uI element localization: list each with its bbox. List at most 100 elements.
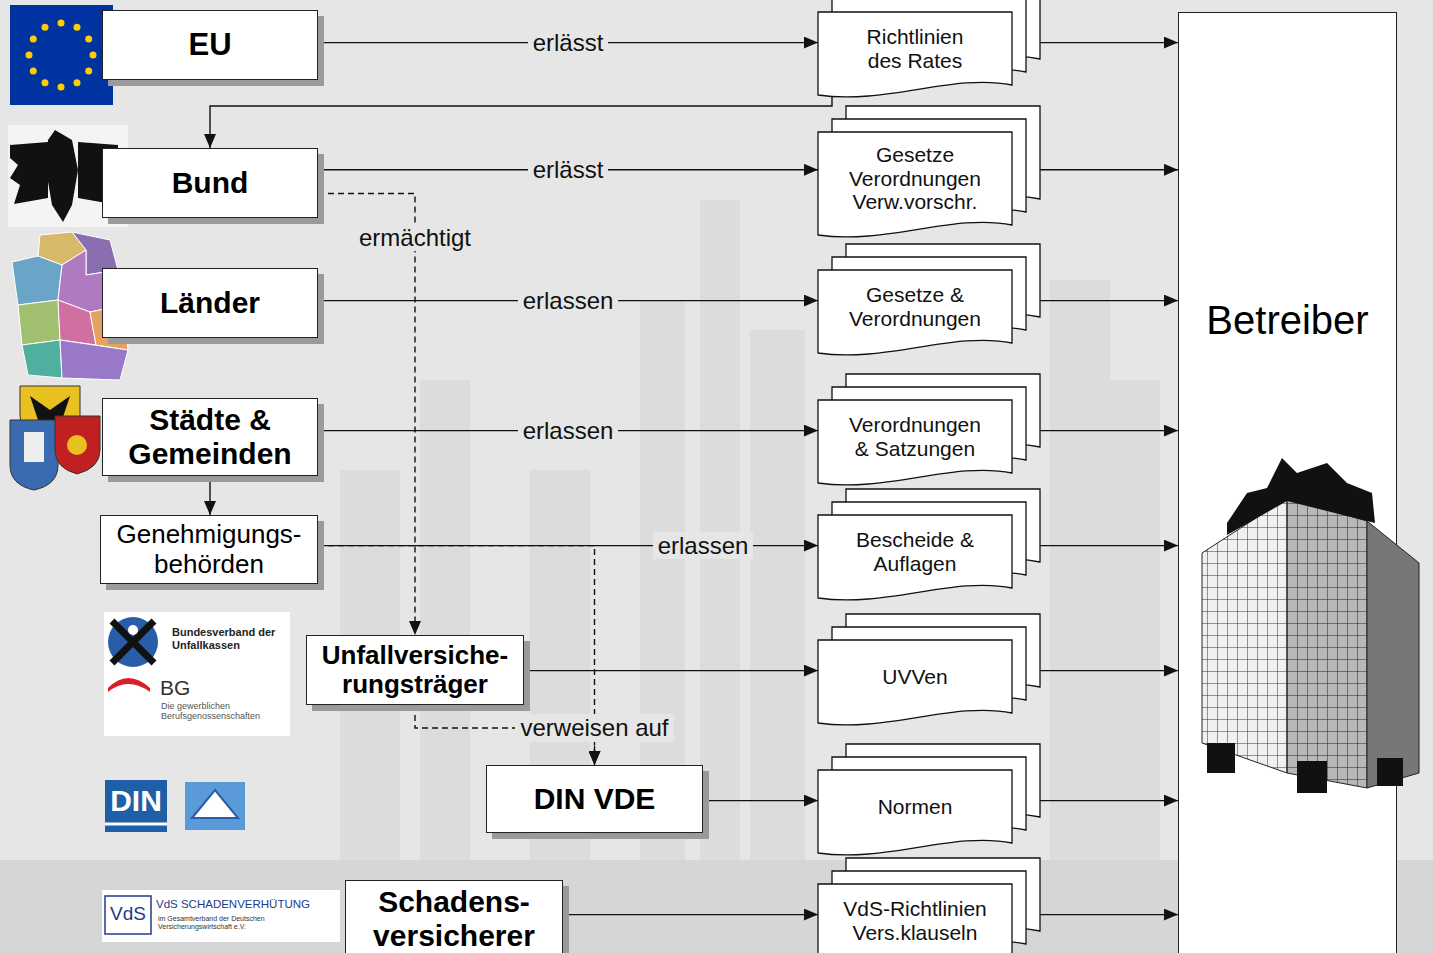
graphic-part — [74, 79, 81, 86]
authority-box: Bund — [102, 148, 318, 218]
graphic-part — [30, 36, 37, 43]
vds-logo — [102, 890, 340, 942]
authority-box: Genehmigungs- behörden — [100, 515, 318, 584]
building — [1110, 380, 1160, 900]
edge-label: erlässt — [528, 29, 609, 57]
document-text: Bescheide & Auflagen — [818, 528, 1012, 575]
authority-name: EU — [111, 28, 309, 63]
sheet — [818, 770, 1012, 855]
document-title: VdS-Richtlinien Vers.klauseln — [825, 897, 1005, 944]
sheet — [818, 640, 1012, 725]
sheet — [818, 884, 1012, 953]
graphic-part — [30, 68, 37, 75]
operator-box: Betreiber — [1178, 12, 1397, 953]
authority-box: Schadens- versicherer — [345, 880, 563, 953]
connector — [1040, 800, 1178, 801]
tower-face — [1287, 498, 1367, 788]
document-text: Gesetze & Verordnungen — [818, 283, 1012, 330]
document-stack: Richtlinien des Rates — [818, 0, 1040, 97]
logo-cross — [112, 621, 154, 663]
tower-crown — [1227, 458, 1375, 535]
vde-logo — [185, 782, 245, 830]
connector — [563, 914, 818, 915]
authority-name: Städte & Gemeinden — [111, 403, 309, 470]
document-stack: Normen — [818, 744, 1040, 855]
graphic-part — [58, 20, 65, 27]
document-title: Gesetze & Verordnungen — [840, 283, 990, 330]
logo-text: im Gesamtverband der Deutschen Versicher… — [158, 915, 308, 931]
document-text: VdS-Richtlinien Vers.klauseln — [818, 897, 1012, 944]
graphic-part — [26, 52, 33, 59]
logo-text: Bundesverband der Unfallkassen — [172, 626, 292, 651]
authority-box: DIN VDE — [486, 765, 703, 833]
tower-wing — [1367, 521, 1419, 788]
flag — [10, 5, 113, 105]
edge-label: erlassen — [518, 287, 619, 315]
operator-label: Betreiber — [1179, 298, 1396, 343]
shield — [10, 420, 58, 490]
document-stack: Gesetze & Verordnungen — [818, 244, 1040, 355]
stars — [26, 20, 97, 91]
graphic-part — [12, 256, 62, 305]
document-title: Verordnungen & Satzungen — [843, 413, 988, 460]
tower-base — [1207, 743, 1235, 773]
eagle-wing — [10, 142, 48, 204]
graphic-part — [58, 300, 96, 345]
connector — [210, 94, 832, 148]
logo-text: VdS — [106, 903, 150, 925]
din-logo — [105, 780, 167, 832]
graphic-part — [42, 79, 49, 86]
graphic-part — [22, 340, 62, 378]
authority-name: Länder — [111, 286, 309, 320]
document-title: Gesetze Verordnungen Verw.vorschr. — [825, 143, 1005, 214]
connector — [1040, 914, 1178, 915]
authority-name: Bund — [111, 166, 309, 200]
authority-box: EU — [102, 10, 318, 80]
edge-label: ermächtigt — [354, 224, 476, 252]
edge-label: verweisen auf — [515, 714, 673, 742]
authority-name: DIN VDE — [495, 782, 694, 816]
din-stripe — [105, 823, 167, 826]
connector — [1040, 169, 1178, 170]
connector — [524, 670, 818, 671]
document-stack: VdS-Richtlinien Vers.klauseln — [818, 858, 1040, 953]
logo-circle — [108, 617, 158, 667]
graphic-part — [58, 84, 65, 91]
graphic-part — [85, 36, 92, 43]
logo-head — [128, 625, 138, 635]
connector — [1040, 430, 1178, 431]
tower-base — [1377, 758, 1403, 786]
document-text: Richtlinien des Rates — [818, 25, 1012, 72]
document-text: Verordnungen & Satzungen — [818, 413, 1012, 460]
authority-box: Städte & Gemeinden — [102, 398, 318, 476]
connector — [703, 800, 818, 801]
connector — [1040, 42, 1178, 43]
graphic-part — [90, 52, 97, 59]
authority-name: Genehmigungs- behörden — [109, 520, 309, 578]
edge-label: erlassen — [653, 532, 754, 560]
document-stack: Bescheide & Auflagen — [818, 489, 1040, 600]
connector — [209, 476, 210, 515]
authority-name: Unfallversiche- rungsträger — [315, 641, 515, 699]
edge-label: erlässt — [528, 156, 609, 184]
sheet — [818, 270, 1012, 355]
vde-mark — [192, 790, 238, 818]
building — [1050, 280, 1110, 900]
tower-base — [1297, 761, 1327, 793]
connector — [1040, 670, 1178, 671]
graphic-part — [42, 24, 49, 31]
logo-text: BG — [160, 676, 210, 700]
sheet — [818, 132, 1012, 237]
coats-of-arms — [10, 386, 100, 490]
building — [750, 330, 805, 900]
logo-text: DIN — [107, 784, 165, 819]
vds-frame — [105, 896, 151, 934]
din-vde-logos — [105, 780, 245, 832]
graphic-part — [85, 68, 92, 75]
logo-text: VdS SCHADENVERHÜTUNG — [156, 898, 336, 911]
logo-text: Die gewerblichen Berufsgenossenschaften — [161, 701, 291, 722]
connector — [1040, 300, 1178, 301]
building-illustration — [1187, 443, 1427, 803]
document-stack: UVVen — [818, 614, 1040, 725]
tower-face — [1202, 498, 1287, 773]
